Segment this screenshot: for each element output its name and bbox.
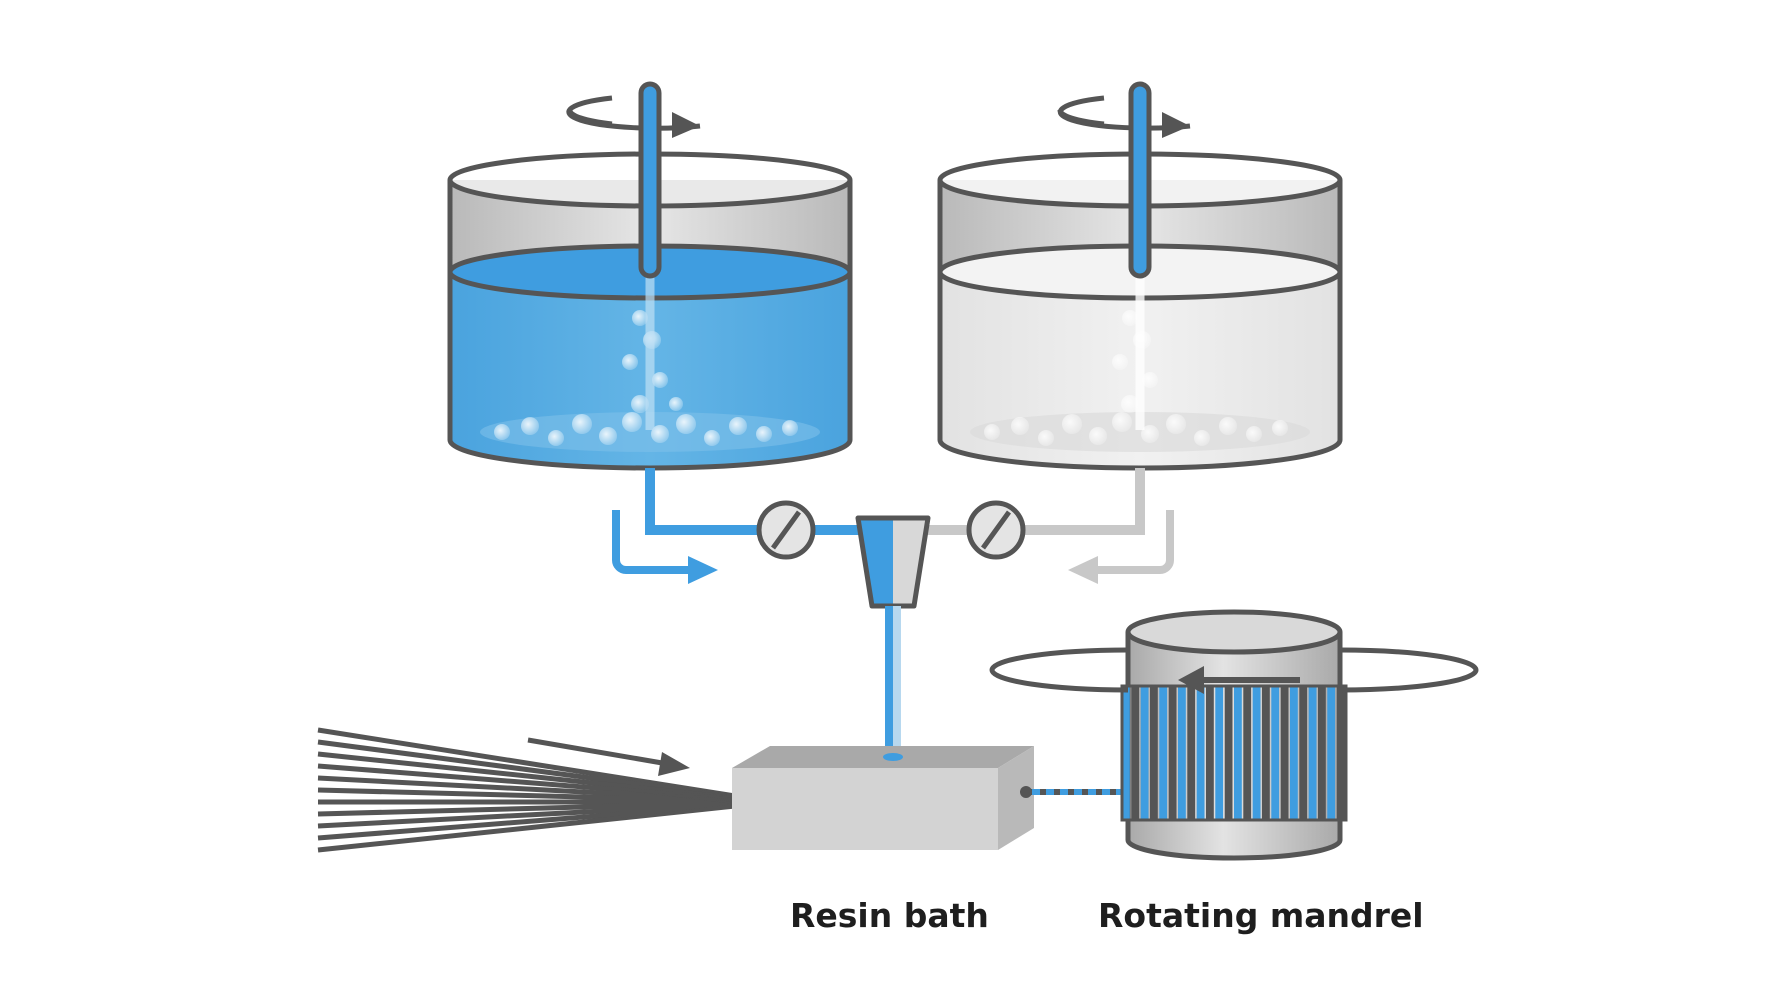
wound-fiber-frame [1120, 684, 1348, 822]
stirrer-icon [638, 81, 662, 430]
bubbles [494, 310, 798, 446]
wound-fiber-band [1271, 686, 1280, 820]
wound-fiber-band [1122, 686, 1130, 820]
mixing-nozzle [855, 515, 931, 758]
wound-fiber-band [1187, 686, 1196, 820]
wound-fiber-band [1196, 686, 1205, 820]
wound-fiber-band [1336, 686, 1345, 820]
fiber-bundle [317, 727, 736, 853]
stirrer-icon [1128, 81, 1152, 430]
flow-arrow-icon [612, 510, 718, 584]
resin-bath-label: Resin bath [790, 896, 989, 935]
rotation-arrow-icon [989, 647, 1479, 694]
wound-fiber-band [1178, 686, 1186, 820]
impregnated-fiber [1020, 786, 1124, 798]
direction-arrow-icon [527, 737, 690, 776]
wound-fiber-bands [1120, 684, 1348, 822]
flow-arrow-icon [1068, 510, 1174, 584]
bubbles [984, 310, 1288, 446]
valve-icon [756, 500, 816, 560]
wound-fiber-band [1280, 686, 1289, 820]
fiber-convergence [620, 790, 735, 818]
resin-tank [447, 81, 853, 471]
wound-fiber-band [1131, 686, 1140, 820]
resin-bath [732, 746, 1034, 850]
wound-fiber-band [1159, 686, 1168, 820]
valve-icon [966, 500, 1026, 560]
wound-fiber-band [1150, 686, 1158, 820]
wound-fiber-band [1262, 686, 1270, 820]
wound-fiber-band [1299, 686, 1308, 820]
wound-fiber-band [1318, 686, 1326, 820]
rotating-mandrel [989, 609, 1479, 861]
wound-fiber-band [1215, 686, 1224, 820]
hardener-tank [937, 81, 1343, 471]
wound-fiber-band [1224, 686, 1233, 820]
wound-fiber-band [1243, 686, 1252, 820]
wound-fiber-band [1252, 686, 1261, 820]
hardener-pipe [920, 468, 1145, 535]
wound-fiber-band [1234, 686, 1242, 820]
wound-fiber-band [1308, 686, 1317, 820]
wound-fiber-band [1168, 686, 1177, 820]
wound-fiber-band [1140, 686, 1149, 820]
wound-fiber-band [1206, 686, 1214, 820]
wound-fiber-band [1290, 686, 1298, 820]
rotating-mandrel-label: Rotating mandrel [1098, 896, 1424, 935]
wound-fiber-band [1327, 686, 1336, 820]
